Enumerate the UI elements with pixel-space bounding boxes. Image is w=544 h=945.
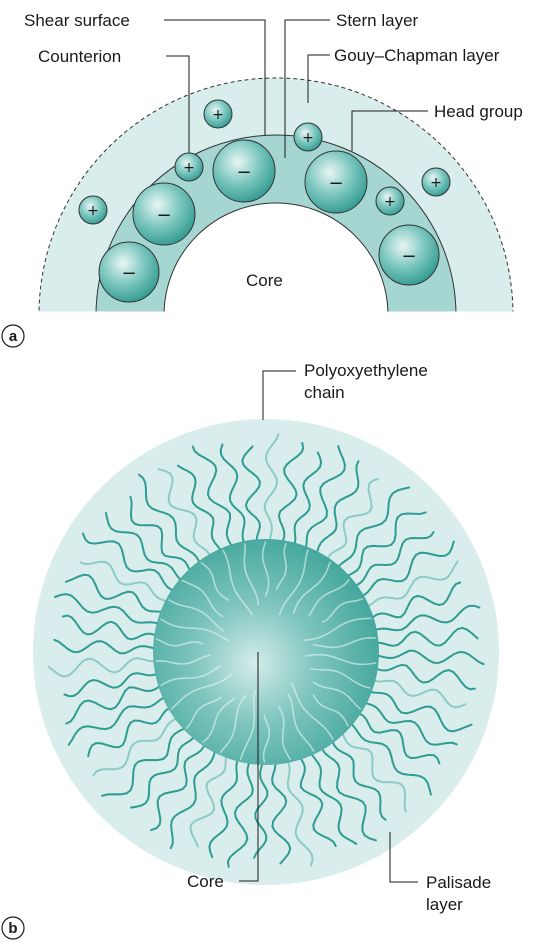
gouy-chapman-layer-label: Gouy–Chapman layer [334, 46, 500, 65]
minus-sign: − [236, 162, 251, 183]
plus-sign: + [87, 203, 99, 219]
panel-letter-a: a [9, 328, 18, 345]
shear-surface-label: Shear surface [24, 11, 130, 30]
counterion-ion: + [175, 153, 203, 181]
head-group-ion: − [213, 140, 275, 202]
polyoxyethylene-label-line2: chain [304, 383, 345, 402]
panel-letter-b: b [8, 920, 17, 937]
minus-sign: − [328, 173, 343, 194]
plus-sign: + [430, 175, 442, 191]
counterion-ion: + [204, 100, 232, 128]
core-label-a: Core [246, 271, 283, 290]
head-group-ion: − [379, 225, 439, 285]
counterion-ion: + [422, 168, 450, 196]
core-region [164, 203, 388, 427]
minus-sign: − [156, 205, 171, 226]
head-group-label: Head group [434, 102, 523, 121]
polyoxyethylene-label-line1: Polyoxyethylene [304, 361, 428, 380]
counterion-label: Counterion [38, 47, 121, 66]
minus-sign: − [121, 263, 136, 284]
counterion-ion: + [79, 196, 107, 224]
counterion-ion: + [376, 187, 404, 215]
plus-sign: + [212, 107, 224, 123]
stern-layer-label: Stern layer [336, 11, 419, 30]
polyoxyethylene-leader [263, 371, 296, 420]
core-label-b: Core [187, 872, 224, 891]
counterion-ion: + [294, 123, 322, 151]
palisade-label-line1: Palisade [426, 873, 491, 892]
minus-sign: − [401, 246, 416, 267]
plus-sign: + [384, 194, 396, 210]
core-region-b [153, 539, 379, 765]
head-group-ion: − [305, 151, 367, 213]
plus-sign: + [302, 130, 314, 146]
palisade-label-line2: layer [426, 895, 463, 914]
panel-b-nonionic-micelle: Polyoxyethylene chain Palisade layer Cor… [2, 361, 499, 939]
head-group-ion: − [99, 242, 159, 302]
plus-sign: + [183, 160, 195, 176]
head-group-ion: − [133, 183, 195, 245]
